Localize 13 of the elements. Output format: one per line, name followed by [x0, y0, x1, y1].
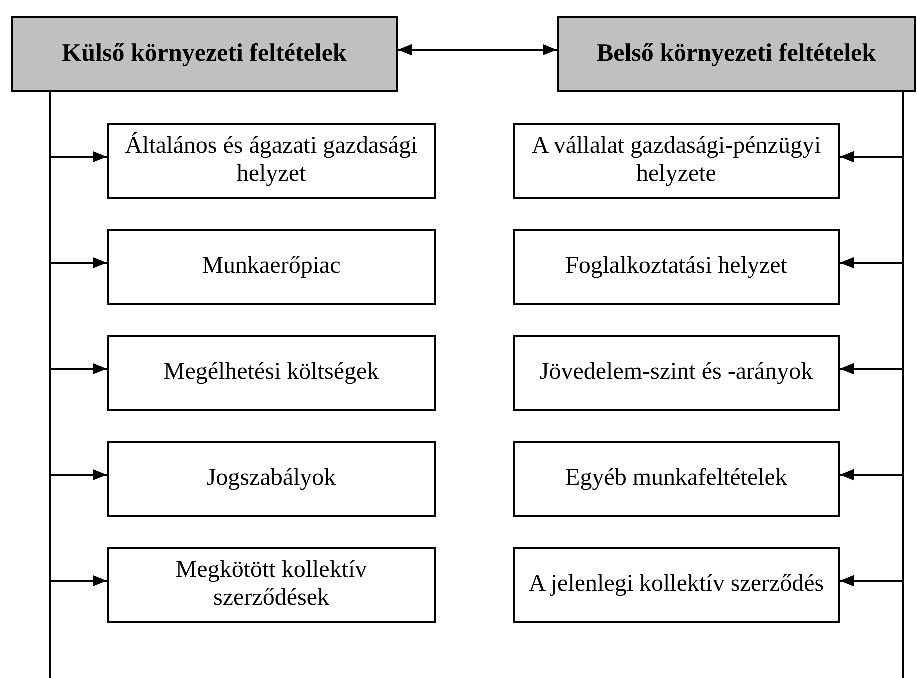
factor-box: A jelenlegi kollektív szerződés	[513, 547, 840, 623]
arrow	[398, 44, 557, 56]
factor-box: A vállalat gazdasági-pénzügyi helyzete	[513, 123, 840, 199]
factor-box: Általános és ágazati gazdasági helyzet	[107, 123, 436, 199]
factor-box: Egyéb munkafeltételek	[513, 441, 840, 517]
factor-box: Munkaerőpiac	[107, 229, 436, 305]
factor-box: Foglalkoztatási helyzet	[513, 229, 840, 305]
factor-box: Megélhetési költségek	[107, 335, 436, 411]
factor-box: Megkötött kollektív szerződések	[107, 547, 436, 623]
factor-box: Jogszabályok	[107, 441, 436, 517]
header-box: Külső környezeti feltételek	[11, 16, 398, 92]
factor-box: Jövedelem-szint és -arányok	[513, 335, 840, 411]
header-box: Belső környezeti feltételek	[557, 16, 916, 92]
